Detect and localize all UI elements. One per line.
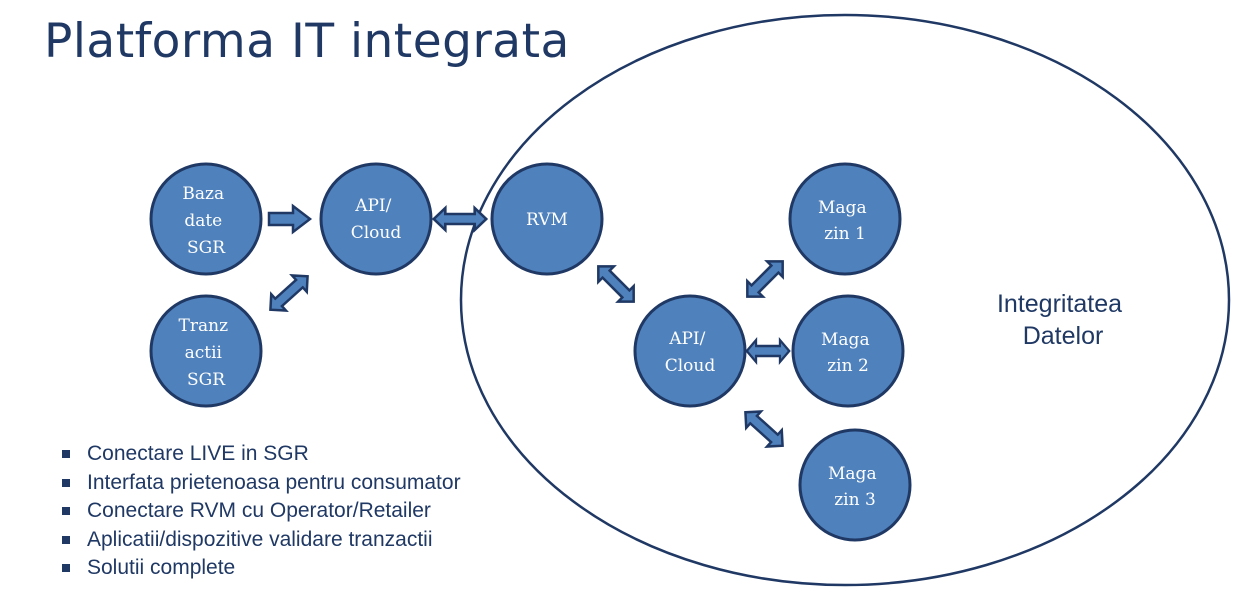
arrow-tranz-api [261, 266, 317, 320]
bullet-square-icon [62, 478, 70, 487]
data-integrity-area [459, 13, 1231, 587]
feature-item: Aplicatii/dispozitive validare tranzacti… [62, 526, 461, 555]
arrow-rvm-api [589, 257, 643, 311]
svg-text:RVM: RVM [526, 210, 568, 230]
feature-item: Conectare LIVE in SGR [62, 440, 461, 469]
page-title: Platforma IT integrata [44, 14, 570, 69]
node-api-cloud-right: API/ Cloud [633, 294, 747, 408]
svg-text:Baza date SGR: Baza date SGR [182, 184, 229, 258]
arrow-api-rvm [432, 206, 488, 232]
integritatea-datelor-label: Integritatea Datelor [997, 290, 1129, 350]
bullet-square-icon [62, 535, 70, 544]
svg-text:Maga zin 2: Maga zin 2 [821, 330, 875, 376]
node-magazin-3: Maga zin 3 [798, 428, 912, 542]
arrow-api-mag3 [736, 402, 792, 456]
arrow-api-mag2 [745, 338, 791, 364]
bullet-square-icon [62, 564, 70, 573]
feature-item: Solutii complete [62, 554, 461, 583]
bullet-square-icon [62, 507, 70, 516]
svg-text:Maga zin 3: Maga zin 3 [828, 464, 882, 510]
node-rvm: RVM [490, 162, 604, 276]
node-tranzactii-sgr: Tranz actii SGR [149, 294, 263, 408]
arrow-api-mag1 [738, 252, 792, 306]
node-api-cloud-left: API/ Cloud [319, 162, 433, 276]
feature-item: Interfata prietenoasa pentru consumator [62, 469, 461, 498]
bullet-square-icon [62, 450, 70, 459]
svg-text:API/ Cloud: API/ Cloud [665, 329, 716, 376]
svg-text:API/ Cloud: API/ Cloud [351, 196, 402, 243]
svg-text:Tranz actii SGR: Tranz actii SGR [179, 316, 234, 390]
node-magazin-2: Maga zin 2 [791, 294, 905, 408]
feature-item: Conectare RVM cu Operator/Retailer [62, 497, 461, 526]
node-magazin-1: Maga zin 1 [788, 162, 902, 276]
arrow-baza-to-api [267, 204, 312, 234]
feature-list: Conectare LIVE in SGR Interfata prieteno… [62, 440, 461, 583]
node-baza-date-sgr: Baza date SGR [149, 162, 263, 276]
svg-text:Maga zin 1: Maga zin 1 [818, 198, 872, 244]
